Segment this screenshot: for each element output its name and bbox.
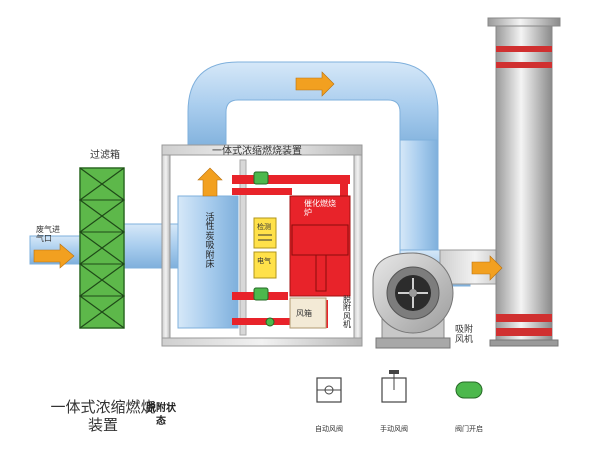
flow-arrows bbox=[33, 71, 503, 281]
auto-valve-icon bbox=[316, 377, 342, 403]
status-label: 脱附状态 bbox=[146, 403, 176, 427]
device-frame bbox=[161, 144, 363, 347]
indicator-label: 电气 bbox=[257, 257, 271, 265]
filter-to-device-duct bbox=[123, 223, 181, 269]
waste-gas-inlet-label: 废气进气口 bbox=[36, 225, 60, 243]
filter-box-label: 过滤箱 bbox=[90, 150, 120, 161]
valve-open-icon bbox=[455, 381, 483, 399]
arrow-stack-icon bbox=[471, 255, 503, 281]
filter-box bbox=[78, 167, 126, 329]
catalytic-furnace bbox=[289, 195, 351, 297]
legend-icons bbox=[316, 370, 483, 403]
arrow-inlet-icon bbox=[33, 243, 75, 269]
adsorption-bed-label: 活性炭吸附床 bbox=[205, 213, 215, 271]
adsorption-bed bbox=[177, 195, 239, 329]
exhaust-fan bbox=[372, 252, 454, 349]
manual-valve-icon bbox=[381, 370, 407, 403]
legend-valve-open-label: 阀门开启 bbox=[455, 425, 483, 433]
detector-label: 检测 bbox=[257, 223, 271, 231]
main-title: 一体式浓缩燃烧装置 bbox=[50, 398, 156, 434]
device-header-label: 一体式浓缩燃烧装置 bbox=[212, 146, 302, 157]
desorption-fan-label: 脱附风机 bbox=[343, 295, 351, 330]
pipe-valves bbox=[253, 171, 275, 327]
fan-box bbox=[289, 297, 327, 329]
arrow-up-icon bbox=[197, 167, 223, 197]
exhaust-stack bbox=[487, 17, 561, 347]
instrument-panel bbox=[253, 217, 277, 279]
exhaust-fan-label: 吸附风机 bbox=[455, 325, 474, 345]
legend-manual-valve-label: 手动风阀 bbox=[380, 425, 408, 433]
fan-box-label: 风箱 bbox=[296, 309, 312, 318]
top-duct bbox=[187, 61, 439, 262]
legend-auto-valve-label: 自动风阀 bbox=[315, 425, 343, 433]
arrow-top-duct-icon bbox=[295, 71, 335, 97]
catalytic-furnace-label: 催化燃烧炉 bbox=[304, 199, 336, 217]
